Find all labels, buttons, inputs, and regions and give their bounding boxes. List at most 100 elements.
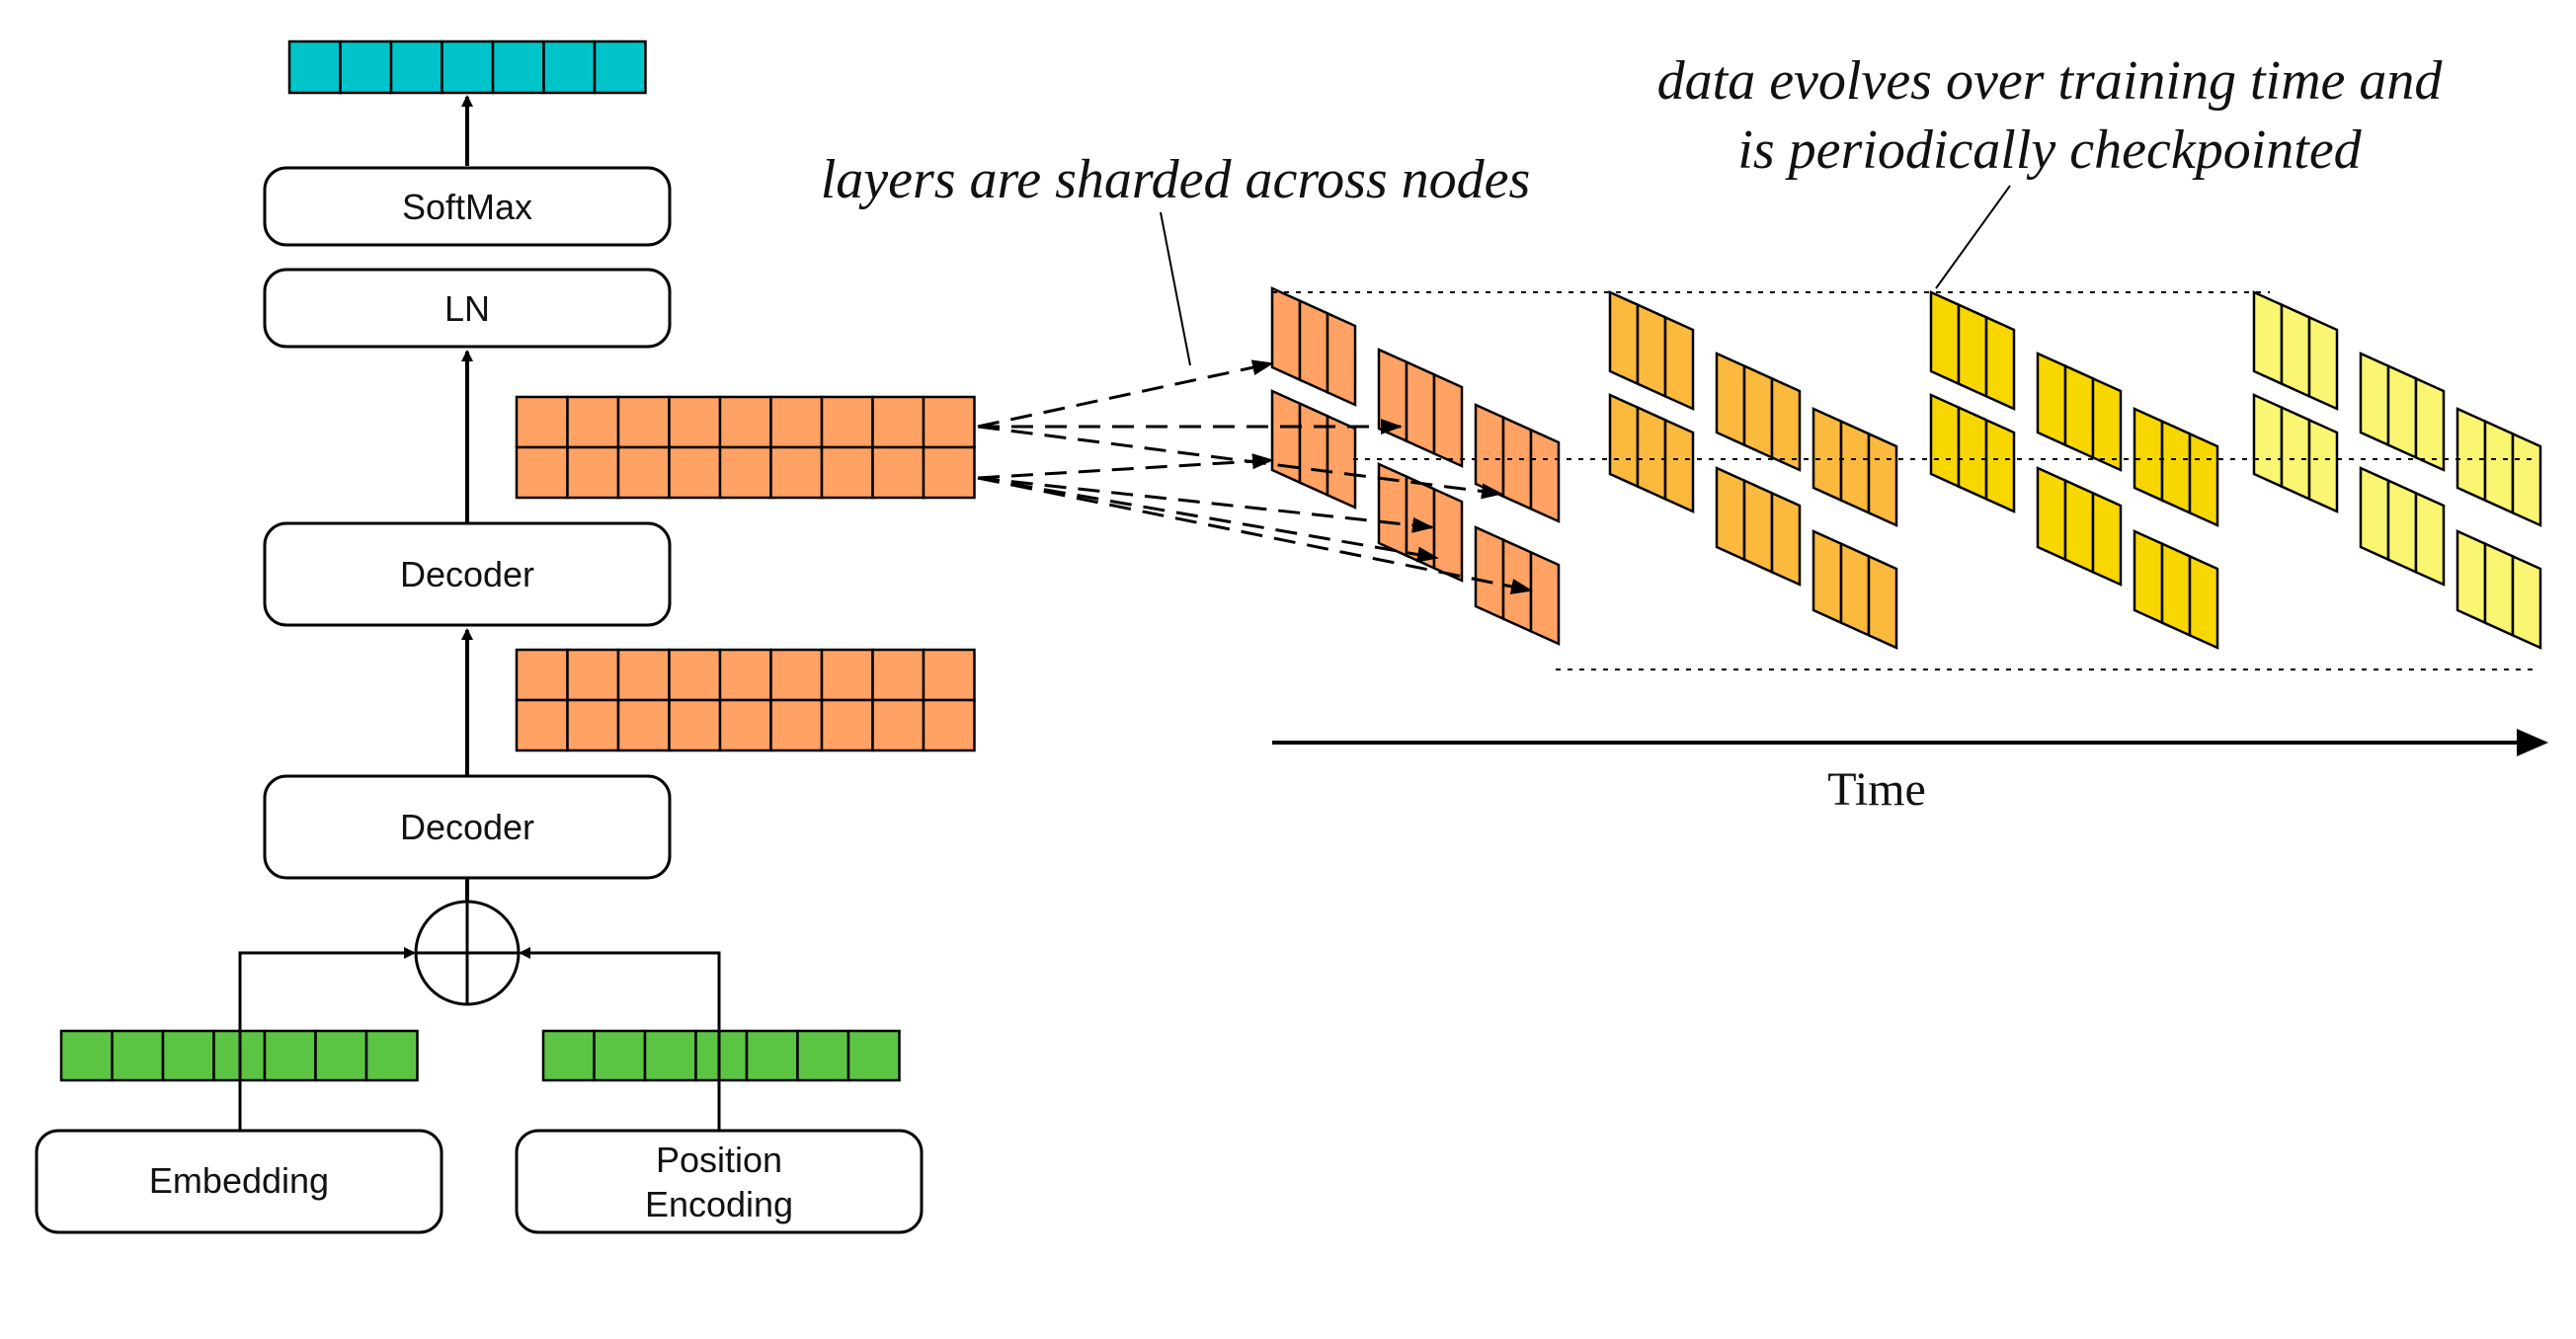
checkpoint-shard-group <box>1929 290 2219 650</box>
embedding-vector-cell <box>111 1029 165 1082</box>
shard-cell <box>2036 352 2067 447</box>
shard-cell <box>2188 432 2219 527</box>
position-vector-cell <box>593 1029 647 1082</box>
output-vector-cell <box>389 39 443 95</box>
shard-cell <box>1474 525 1505 621</box>
output-vector <box>287 39 647 95</box>
shard-cell <box>2091 491 2123 587</box>
shard-cell <box>2511 554 2542 650</box>
decoder-bottom-label: Decoder <box>400 807 534 847</box>
add-operator-icon <box>414 879 521 1006</box>
activation-cell <box>820 395 874 449</box>
position-encoding-label-line1: Position <box>656 1140 782 1180</box>
time-axis-label: Time <box>1827 763 1926 816</box>
activation-cell <box>718 445 772 500</box>
activation-cell <box>718 648 772 702</box>
activation-cell <box>871 395 926 449</box>
activation-cell <box>515 445 569 500</box>
shard-cell <box>2414 491 2446 587</box>
shard-cell <box>2455 407 2487 503</box>
sharding-annotation: layers are sharded across nodes <box>821 149 1531 210</box>
activation-grid-top <box>515 395 976 500</box>
activation-cell <box>616 445 671 500</box>
checkpoint-shard-group <box>2252 290 2542 650</box>
checkpoint-shard-group <box>1270 286 1561 646</box>
embedding-vector-cell <box>161 1029 215 1082</box>
shard-cell <box>2133 529 2164 625</box>
decoder-top-label: Decoder <box>400 554 534 594</box>
embedding-vector-cell <box>364 1029 419 1082</box>
shard-cell <box>2188 554 2219 650</box>
activation-cell <box>922 445 976 500</box>
activation-cell <box>871 698 926 752</box>
shard-cell <box>1867 432 1898 527</box>
shard-cell <box>2091 376 2123 472</box>
shard-cell <box>2483 419 2515 515</box>
checkpoint-annotation-line2: is periodically checkpointed <box>1737 119 2362 181</box>
shard-cell <box>2511 432 2542 527</box>
activation-cell <box>922 648 976 702</box>
shard-cell <box>1770 491 1802 587</box>
shard-cell <box>1957 302 1988 399</box>
shard-cell <box>2160 419 2192 515</box>
shard-distribution-arrow <box>977 476 1533 594</box>
shard-cell <box>2063 363 2095 460</box>
shard-cell <box>1501 415 1533 512</box>
shard-cell <box>1715 352 1746 447</box>
output-vector-cell <box>339 39 393 95</box>
shard-cell <box>1867 554 1898 650</box>
shard-cell <box>1270 286 1302 382</box>
shard-cell <box>1432 487 1464 583</box>
shard-cell <box>1742 363 1774 460</box>
activation-cell <box>718 698 772 752</box>
embedding-vector-cell <box>314 1029 368 1082</box>
output-vector-cell <box>491 39 545 95</box>
shard-cell <box>1432 372 1464 468</box>
embedding-vector-cell <box>263 1029 317 1082</box>
activation-cell <box>668 395 722 449</box>
shard-cell <box>2483 541 2515 638</box>
shard-cell <box>1957 405 1988 502</box>
shard-cell <box>1715 466 1746 562</box>
checkpoint-shard-group <box>1608 290 1898 650</box>
shard-cell <box>2280 405 2311 502</box>
activation-cell <box>922 698 976 752</box>
shard-cell <box>2252 290 2284 386</box>
checkpoint-annotation-leader <box>1935 185 2011 289</box>
shard-distribution-arrow <box>977 476 1439 563</box>
shard-distribution-arrow <box>977 476 1434 533</box>
checkpoint-guide-lines <box>1272 291 2534 670</box>
embedding-label: Embedding <box>149 1160 329 1201</box>
shard-cell <box>2036 466 2067 562</box>
shard-cell <box>1608 393 1640 489</box>
activation-cell <box>668 698 722 752</box>
shard-cell <box>2359 352 2390 447</box>
activation-cell <box>616 395 671 449</box>
shard-cell <box>2455 529 2487 625</box>
sharding-annotation-leader <box>1160 211 1191 366</box>
shard-cell <box>2280 302 2311 399</box>
decoder-box-top: Decoder <box>263 521 672 627</box>
activation-cell <box>820 445 874 500</box>
arrow-embedding-to-add <box>238 947 416 1131</box>
decoder-box-bottom: Decoder <box>263 774 672 880</box>
activation-cell <box>769 445 824 500</box>
shard-cell <box>1474 403 1505 499</box>
output-vector-cell <box>593 39 647 95</box>
arrow-position-to-add <box>519 947 721 1131</box>
shard-cell <box>1770 376 1802 472</box>
shard-cell <box>1742 478 1774 575</box>
shard-cell <box>2063 478 2095 575</box>
activation-cell <box>668 648 722 702</box>
activation-cell <box>769 648 824 702</box>
position-encoding-box: Position Encoding <box>515 1129 924 1234</box>
shard-cell <box>1636 302 1667 399</box>
output-vector-cell <box>287 39 342 95</box>
shard-cell <box>1326 414 1357 510</box>
shard-cell <box>1298 298 1329 395</box>
shard-cell <box>1636 405 1667 502</box>
shard-cell <box>1811 529 1843 625</box>
activation-cell <box>515 395 569 449</box>
position-encoding-label-line2: Encoding <box>645 1184 793 1224</box>
shard-cell <box>1663 315 1695 411</box>
